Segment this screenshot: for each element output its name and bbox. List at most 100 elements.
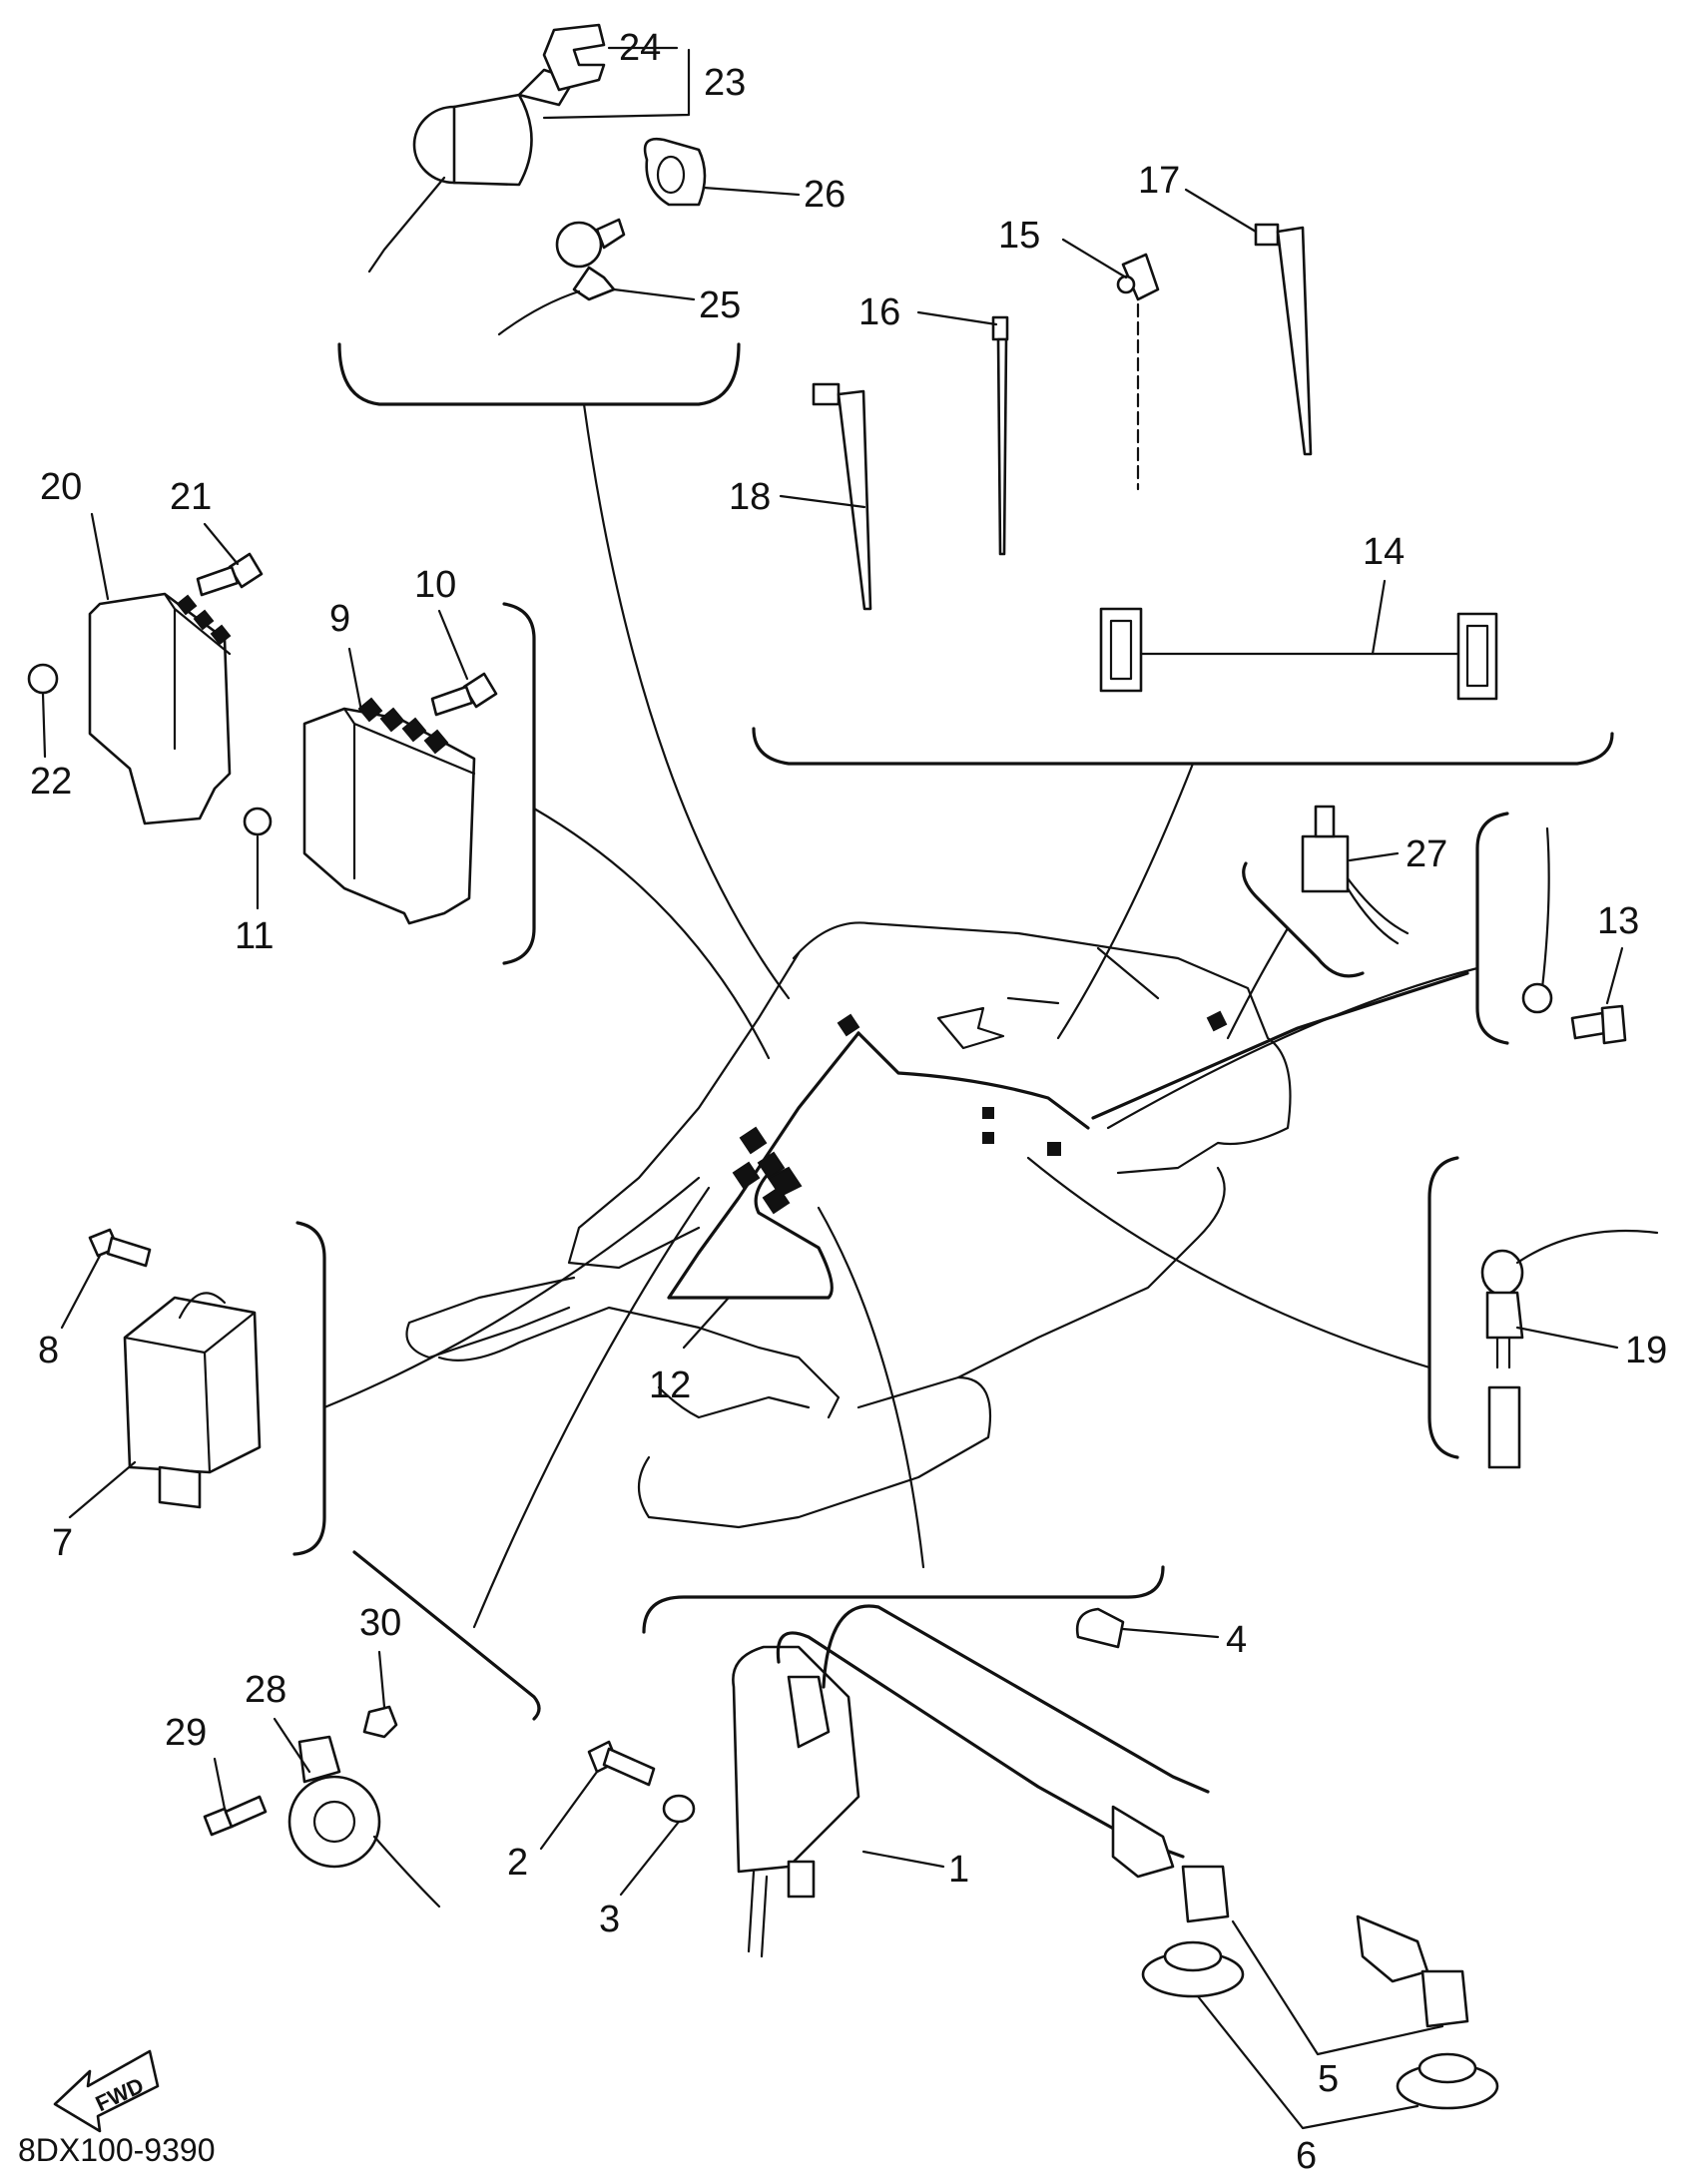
coil-leads xyxy=(747,1870,769,1958)
harness-connectors-left xyxy=(732,1126,791,1215)
part-7-cdi-unit xyxy=(123,1292,262,1509)
callout-leader-1 xyxy=(861,1850,945,1869)
module-9-body xyxy=(302,707,476,925)
part-4-clamp xyxy=(1075,1607,1125,1649)
sensor-19-wire xyxy=(1515,1229,1659,1265)
part-27-switch xyxy=(1301,805,1410,945)
choke-switch-wire xyxy=(497,289,581,336)
frame-edge xyxy=(1006,996,1060,1005)
callout-20: 20 xyxy=(40,466,82,508)
coil-body xyxy=(732,1645,860,1874)
band-18-strap xyxy=(837,389,872,611)
callout-5: 5 xyxy=(1318,2058,1339,2100)
choke-switch-plate xyxy=(572,266,616,301)
part-30-nut xyxy=(362,1705,398,1739)
part-25-choke-switch xyxy=(497,218,626,336)
spark-plug-cap-1 xyxy=(1111,1805,1175,1879)
nut-22 xyxy=(27,663,59,695)
callout-leader-28 xyxy=(273,1717,311,1774)
ht-lead-upper xyxy=(822,1604,1210,1794)
bracket-coil xyxy=(642,1565,1165,1634)
ground-13-wire xyxy=(1540,826,1550,990)
callout-leader-4 xyxy=(1121,1627,1220,1639)
part-3-washer xyxy=(662,1794,696,1824)
harness-connectors-right xyxy=(982,1107,1061,1156)
callout-6: 6 xyxy=(1296,2135,1317,2177)
part-19-sensor xyxy=(1480,1229,1659,1469)
frame-ski-left xyxy=(405,1276,576,1360)
forward-arrow-icon xyxy=(53,2049,160,2133)
cdi-unit-edges xyxy=(123,1311,257,1474)
lead-wire-connector-right-inner xyxy=(1465,624,1489,688)
callout-leaders xyxy=(41,46,1624,2130)
part-23-main-switch xyxy=(367,68,576,273)
callout-numbers: 1 2 3 4 5 6 7 8 9 10 11 12 13 14 15 16 1… xyxy=(30,27,1667,2177)
part-10-bolt xyxy=(430,672,498,717)
callout-leader-19 xyxy=(1515,1326,1619,1350)
callout-30: 30 xyxy=(359,1602,401,1644)
ht-lead-lower xyxy=(776,1631,1185,1859)
callout-1: 1 xyxy=(948,1849,969,1891)
frame-top-outline xyxy=(792,921,1292,1175)
callout-11: 11 xyxy=(235,915,274,957)
band-17-strap xyxy=(1276,226,1313,456)
harness-connector-mid xyxy=(767,1166,803,1198)
callout-leader-15 xyxy=(1061,238,1128,279)
callout-2: 2 xyxy=(507,1842,528,1884)
callout-24: 24 xyxy=(619,27,661,69)
switch-27-body xyxy=(1301,834,1350,893)
callout-8: 8 xyxy=(38,1330,59,1371)
callout-leader-27 xyxy=(1348,851,1400,862)
part-1-ignition-coil xyxy=(732,1645,860,1958)
harness-branch-ground xyxy=(1091,971,1469,1120)
lead-wire-connector-right xyxy=(1456,612,1498,701)
spark-plug-cap-2 xyxy=(1356,1914,1429,1983)
frame-ski-right xyxy=(638,1375,992,1529)
callout-leader-6 xyxy=(1196,1994,1419,2130)
frame-lower-rail xyxy=(437,1306,841,1419)
callout-leader-26 xyxy=(702,186,801,197)
sensor-19-head xyxy=(1480,1249,1524,1297)
pickup-28-wire xyxy=(372,1835,441,1909)
part-2-bolt xyxy=(587,1740,656,1787)
cable-tie-strap xyxy=(996,337,1008,556)
bracket-cdi xyxy=(292,1221,326,1556)
grommet-6b-top xyxy=(1417,2052,1477,2084)
vehicle-frame xyxy=(405,921,1292,1529)
callout-16: 16 xyxy=(858,291,900,333)
switch-27-wires xyxy=(1346,876,1410,945)
callout-leader-21 xyxy=(203,522,240,566)
forward-arrow: FWD xyxy=(53,2049,160,2133)
part-29-screw xyxy=(203,1795,268,1837)
leader-ground xyxy=(1106,966,1479,1130)
ground-13-bolt-head xyxy=(1600,1004,1627,1045)
part-9-module xyxy=(302,697,476,925)
group-brackets xyxy=(292,342,1614,1721)
callout-15: 15 xyxy=(998,215,1040,257)
sensor-19-pins xyxy=(1495,1336,1511,1369)
callout-leader-7 xyxy=(68,1460,137,1519)
diagram-code: 8DX100-9390 xyxy=(18,2132,215,2168)
leader-module xyxy=(532,807,771,1060)
nut-30 xyxy=(362,1705,398,1739)
spark-plug-cap-2-boot xyxy=(1420,1969,1469,2028)
lead-wire-connector-left xyxy=(1099,607,1143,693)
bracket-sensor-19 xyxy=(1427,1156,1459,1459)
nut-11 xyxy=(243,807,273,836)
callout-leader-25 xyxy=(612,287,696,301)
part-26-ring-nut xyxy=(643,137,707,207)
callout-leader-17 xyxy=(1184,188,1258,234)
bolt-2-shaft xyxy=(602,1747,656,1787)
callout-26: 26 xyxy=(804,174,846,216)
callout-leader-23 xyxy=(542,48,691,120)
leader-main-switch xyxy=(582,402,791,1000)
callout-leader-3 xyxy=(619,1820,681,1897)
pickup-28-center xyxy=(312,1800,356,1844)
lead-wire-connector-left-inner xyxy=(1109,619,1133,681)
part-18-band xyxy=(812,382,872,611)
part-28-pickup xyxy=(287,1735,441,1909)
leader-lines xyxy=(322,402,1479,1629)
callout-leader-8 xyxy=(60,1254,102,1330)
